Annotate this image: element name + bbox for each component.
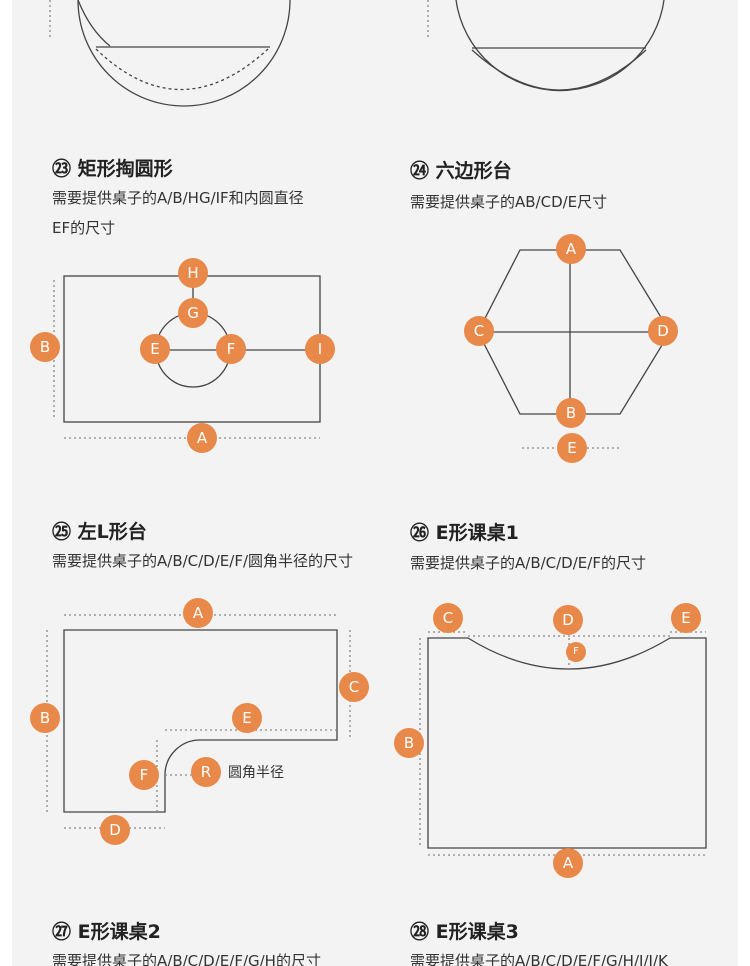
dimension-label: B xyxy=(556,398,586,428)
section-title: ㉓ 矩形掏圆形 xyxy=(52,158,173,180)
dimension-label: E xyxy=(232,703,262,733)
section-title: ㉖ E形课桌1 xyxy=(410,522,519,544)
dimension-label: F xyxy=(129,760,159,790)
dimension-label: G xyxy=(178,298,208,328)
page-margin-right xyxy=(738,0,750,966)
section-desc: 需要提供桌子的A/B/C/D/E/F/圆角半径的尺寸 xyxy=(52,552,354,570)
dimension-label: A xyxy=(187,423,217,453)
e-desk-1-diagram xyxy=(419,631,707,856)
dimension-label: R xyxy=(191,757,221,787)
dimension-label: D xyxy=(648,316,678,346)
section-title: ㉔ 六边形台 xyxy=(410,160,512,182)
dimension-label: A xyxy=(553,848,583,878)
top-right-round-shape xyxy=(427,0,665,92)
section-title: ㉘ E形课桌3 xyxy=(410,921,519,943)
dimension-label: B xyxy=(30,703,60,733)
dimension-label: B xyxy=(394,728,424,758)
dimension-label: C xyxy=(464,316,494,346)
dimension-label: E xyxy=(140,334,170,364)
dimension-label: E xyxy=(557,433,587,463)
dimension-label: D xyxy=(553,605,583,635)
dimension-label: A xyxy=(556,234,586,264)
left-l-shape-diagram xyxy=(46,614,351,829)
dimension-label: H xyxy=(178,258,208,288)
section-desc: 需要提供桌子的A/B/C/D/E/F/G/H/I/J/K xyxy=(410,952,668,966)
section-title: ㉕ 左L形台 xyxy=(52,521,147,543)
dimension-label: C xyxy=(433,603,463,633)
dimension-label: C xyxy=(339,672,369,702)
section-desc: 需要提供桌子的AB/CD/E尺寸 xyxy=(410,193,608,211)
dimension-label: B xyxy=(30,332,60,362)
section-desc: 需要提供桌子的A/B/HG/IF和内圆直径 xyxy=(52,189,304,207)
top-left-round-shape xyxy=(49,0,291,107)
dimension-label: E xyxy=(671,603,701,633)
dimension-label: F xyxy=(566,642,586,662)
radius-note: 圆角半径 xyxy=(228,765,284,781)
dimension-label: A xyxy=(183,598,213,628)
section-desc: EF的尺寸 xyxy=(52,219,116,237)
page-margin-left xyxy=(0,0,12,966)
section-desc: 需要提供桌子的A/B/C/D/E/F/G/H的尺寸 xyxy=(52,952,321,966)
dimension-label: I xyxy=(305,334,335,364)
section-title: ㉗ E形课桌2 xyxy=(52,921,161,943)
section-desc: 需要提供桌子的A/B/C/D/E/F的尺寸 xyxy=(410,554,646,572)
dimension-label: F xyxy=(216,334,246,364)
dimension-label: D xyxy=(100,815,130,845)
